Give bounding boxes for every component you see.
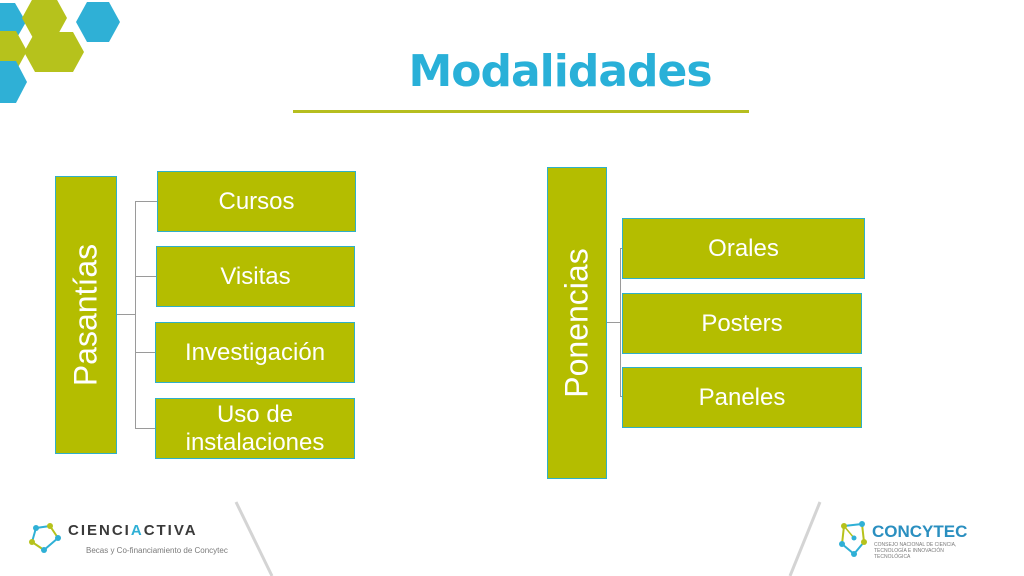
diagram-child-box: Cursos [157, 171, 356, 232]
diagram-child-box: Uso de instalaciones [155, 398, 355, 459]
hexagon-green [24, 32, 84, 72]
connector-line [135, 276, 156, 277]
hexagon-blue [76, 2, 120, 42]
molecule-icon [29, 523, 61, 553]
footer-decoration [234, 501, 822, 576]
network-icon [839, 521, 867, 557]
hexagon-decoration [0, 0, 120, 103]
connector-line [620, 248, 623, 249]
hexagon-green [22, 0, 67, 38]
diagram-child-box: Posters [622, 293, 862, 354]
concytec-subtitle: CONSEJO NACIONAL DE CIENCIA, TECNOLOGÍA … [874, 542, 957, 560]
connector-line [135, 428, 156, 429]
connector-line [135, 201, 157, 202]
cienciactiva-wordmark: CIENCIACTIVA [68, 522, 198, 539]
cienciactiva-logo: CIENCIACTIVA Becas y Co-financiamiento d… [28, 520, 228, 560]
root-label: Ponencias [558, 248, 595, 398]
diagram-root-ponencias: Ponencias [547, 167, 607, 479]
connector-line [135, 201, 136, 429]
connector-line [620, 248, 621, 397]
diagram-child-box: Investigación [155, 322, 355, 383]
connector-line [607, 322, 621, 323]
connector-line [117, 314, 136, 315]
root-label: Pasantías [67, 243, 104, 387]
slide-title: Modalidades [408, 46, 712, 97]
hexagon-blue [0, 61, 27, 103]
diagram-child-box: Orales [622, 218, 865, 279]
connector-line [620, 396, 623, 397]
concytec-logo: CONCYTEC CONSEJO NACIONAL DE CIENCIA, TE… [836, 516, 986, 560]
connector-line [135, 352, 156, 353]
cienciactiva-tagline: Becas y Co-financiamiento de Concytec [86, 546, 228, 555]
diagram-child-box: Visitas [156, 246, 355, 307]
concytec-wordmark: CONCYTEC [872, 522, 968, 541]
diagram-root-pasantias: Pasantías [55, 176, 117, 454]
diagram-child-box: Paneles [622, 367, 862, 428]
title-underline [293, 110, 749, 113]
